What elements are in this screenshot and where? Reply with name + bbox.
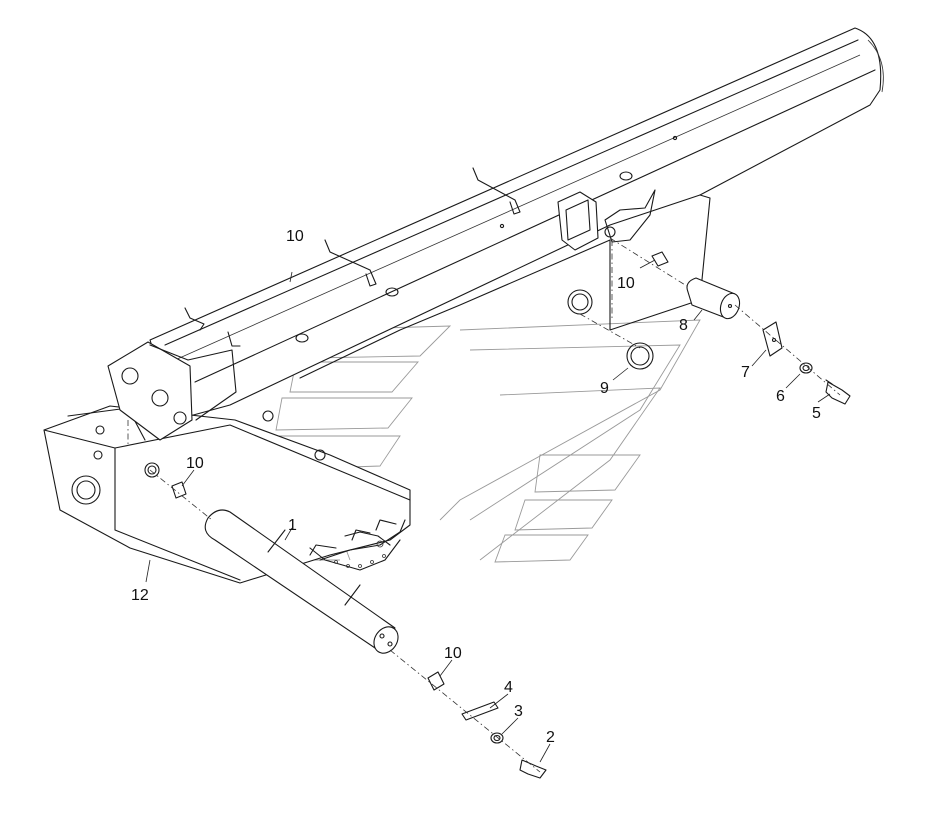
boom-body [149, 27, 884, 421]
callout-1: 1 [288, 517, 297, 534]
assembly-centerlines [127, 237, 841, 773]
callout-5: 5 [812, 405, 821, 422]
pin-short [686, 277, 741, 320]
callout-4: 4 [504, 679, 513, 696]
callout-leaders [145, 259, 831, 763]
boom-head-frame [43, 341, 411, 584]
callout-3: 3 [514, 703, 523, 720]
callout-labels: 10 10 8 9 7 6 5 10 1 12 10 4 3 2 [131, 228, 821, 746]
callout-12: 12 [131, 587, 149, 604]
callout-11: 10 [286, 228, 304, 245]
callout-10-upper: 10 [617, 275, 635, 292]
pin-long [204, 509, 399, 654]
callout-8: 8 [679, 317, 688, 334]
callout-7: 7 [741, 364, 750, 381]
callout-10-bottom: 10 [444, 645, 462, 662]
callout-2: 2 [546, 729, 555, 746]
callout-9: 9 [600, 380, 609, 397]
callout-10-left: 10 [186, 455, 204, 472]
callout-6: 6 [776, 388, 785, 405]
